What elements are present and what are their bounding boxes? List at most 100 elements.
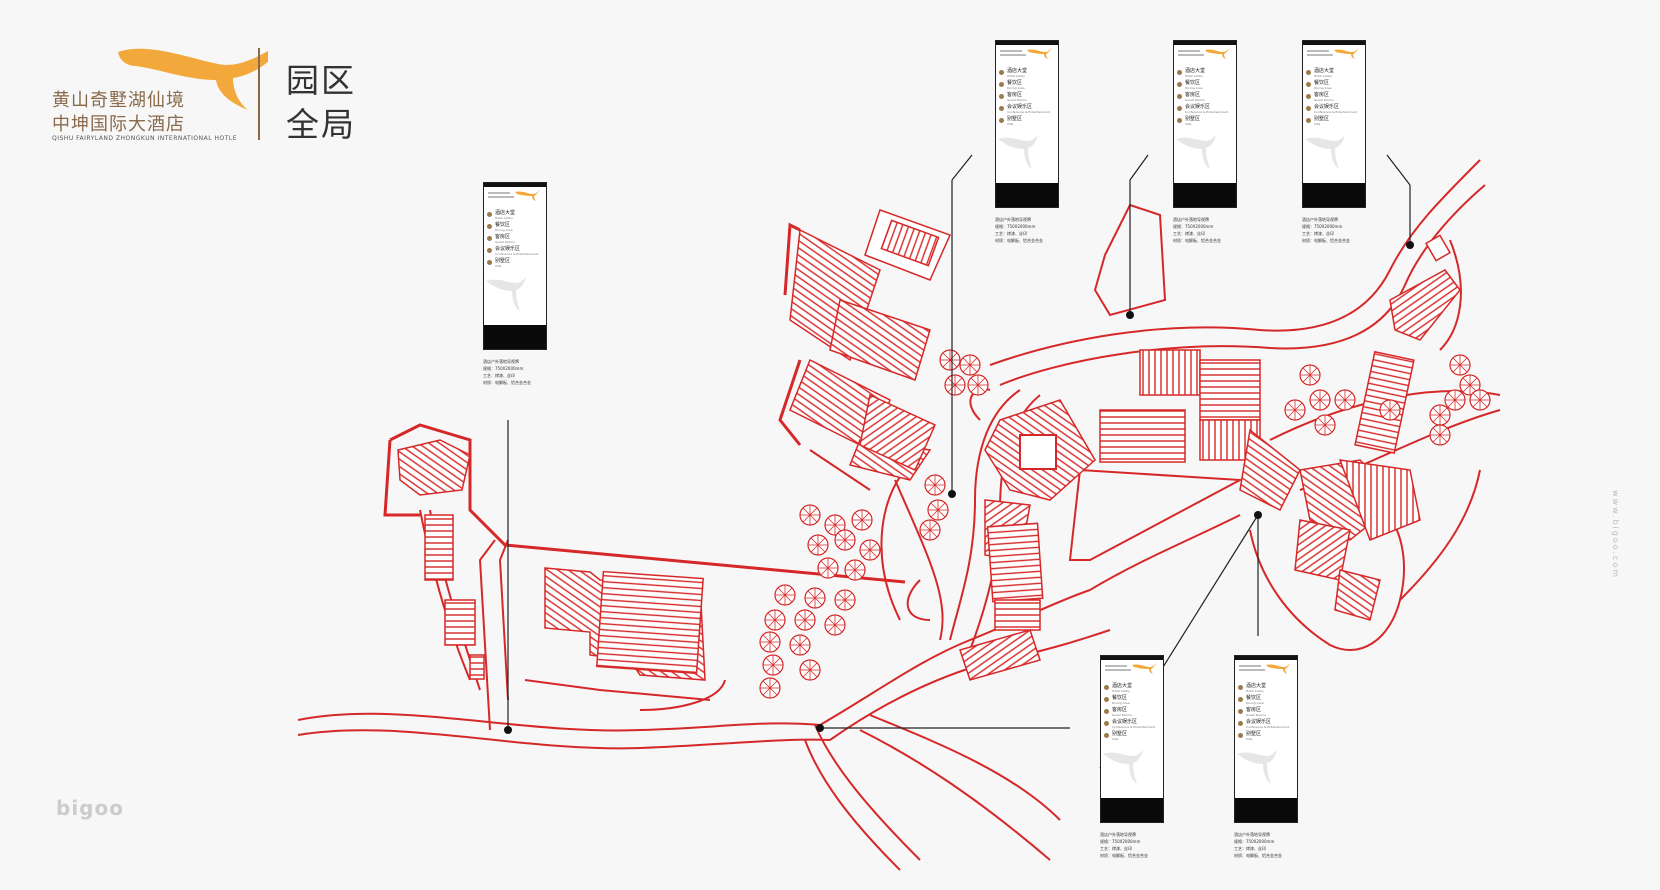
sign-spec-material: 材质：电解板、铝合金合金 [1173,238,1221,243]
sign-item-label: 酒店大堂 [495,210,516,216]
sign-logo-icon [1132,662,1157,674]
bullet-dot-icon [1177,106,1182,111]
bullet-dot-icon [1238,697,1243,702]
sign-item-label-en: Hotel Lobby [1246,689,1264,693]
sign-item-label-en: Guest Rooms [1007,98,1027,102]
sign-logo-icon [1266,662,1291,674]
sign-spec: 酒店户外落地导视牌 规格：750X2000mm 工艺：烤漆、丝印 材质：电解板、… [1234,831,1298,859]
sign-item-label: 客房区 [1185,92,1201,98]
sign-item-label: 酒店大堂 [1314,68,1335,74]
sign-item-label: 别墅区 [1314,116,1330,122]
building [1334,569,1381,621]
bullet-dot-icon [487,236,492,241]
bullet-dot-icon [1177,82,1182,87]
sign-watermark-icon [998,135,1038,169]
sign-spec-title: 酒店户外落地导视牌 [995,217,1031,222]
bullet-dot-icon [1177,94,1182,99]
sign-subtitle-mark [1105,669,1131,671]
sign-item-label: 客房区 [1112,707,1128,713]
sign-spec: 酒店户外落地导视牌 规格：750X2000mm 工艺：烤漆、丝印 材质：电解板、… [1302,216,1366,244]
building [1239,428,1301,512]
sign-logo-icon [1334,47,1359,59]
sign-item-label: 酒店大堂 [1246,683,1267,689]
sign-item-label-en: Conference & Entertainment [1007,110,1051,114]
sign-item-label-en: Dining Area [495,228,513,232]
bullet-dot-icon [1238,685,1243,690]
sign-item-label-en: Dining Area [1246,701,1264,705]
sign-item-label: 会议娱乐区 [1185,104,1211,110]
bullet-dot-icon [1104,697,1109,702]
sign-item-label: 别墅区 [1185,116,1201,122]
sign-title-mark [1239,665,1261,667]
building [469,654,485,680]
sign-spec-size: 规格：750X2000mm [1100,839,1141,844]
sign-title-mark [1178,50,1200,52]
building [959,629,1041,681]
sign-spec-title: 酒店户外落地导视牌 [1302,217,1338,222]
bullet-dot-icon [1238,709,1243,714]
sign-spec-craft: 工艺：烤漆、丝印 [995,231,1027,236]
buildings [397,209,1461,681]
sign-base [1174,183,1236,207]
bullet-dot-icon [1104,685,1109,690]
bullet-dot-icon [487,248,492,253]
sign-spec-material: 材质：电解板、铝合金合金 [1100,853,1148,858]
building [1389,269,1461,341]
sign-spec-craft: 工艺：烤漆、丝印 [1234,846,1266,851]
building [829,299,931,381]
sign-subtitle-mark [1307,54,1333,56]
sign-item-label: 客房区 [1314,92,1330,98]
sign-item-label: 别墅区 [1246,731,1262,737]
sign-spec-craft: 工艺：烤漆、丝印 [483,373,515,378]
sign-subtitle-mark [1000,54,1026,56]
brand-name-en: QISHU FAIRYLAND ZHONGKUN INTERNATIONAL H… [52,135,238,142]
bullet-dot-icon [1306,82,1311,87]
brand-logo-icon [118,48,268,110]
sign-spec-title: 酒店户外落地导视牌 [1234,832,1270,837]
building [859,393,936,471]
sign-item-label-en: Conference & Entertainment [1112,725,1156,729]
sign-spec: 酒店户外落地导视牌 规格：750X2000mm 工艺：烤漆、丝印 材质：电解板、… [1100,831,1164,859]
page-title-line2: 全局 [286,105,356,144]
sign-spec-material: 材质：电解板、铝合金合金 [483,380,531,385]
sign-top-bar [1303,41,1365,45]
sign-item-label-en: Conference & Entertainment [1246,725,1290,729]
sign-watermark-icon [1176,135,1216,169]
sign-spec: 酒店户外落地导视牌 规格：750X2000mm 工艺：烤漆、丝印 材质：电解板、… [483,358,547,386]
bullet-dot-icon [1104,709,1109,714]
brand-name-cn-line1: 黄山奇墅湖仙境 [52,90,185,111]
header-divider [258,48,260,140]
sign-title-mark [1307,50,1329,52]
sign-spec: 酒店户外落地导视牌 规格：750X2000mm 工艺：烤漆、丝印 材质：电解板、… [1173,216,1237,244]
sign-item-label: 酒店大堂 [1185,68,1206,74]
